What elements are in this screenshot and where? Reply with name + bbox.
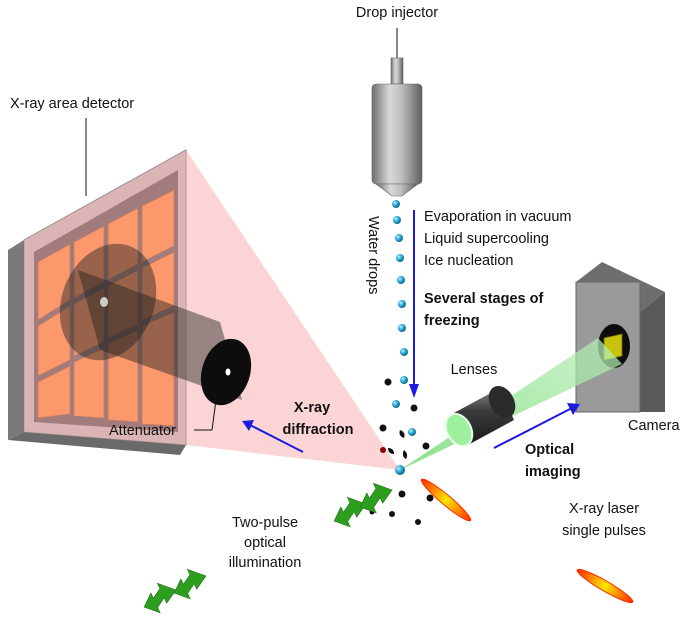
xray-laser-label-line2: single pulses <box>562 523 646 539</box>
interaction-point <box>380 447 386 453</box>
detector-label: X-ray area detector <box>10 96 134 112</box>
two-pulse-label-line2: optical <box>244 535 286 551</box>
attenuator-shadow <box>78 270 242 400</box>
ice-nucleation-label: Ice nucleation <box>424 253 513 269</box>
two-pulse-label-line1: Two-pulse <box>232 515 298 531</box>
camera-label: Camera <box>628 418 681 434</box>
water-drops-label: Water drops <box>365 216 381 294</box>
water-drops <box>392 200 416 475</box>
imaging-arrow <box>493 407 573 449</box>
stages-label-line1: Several stages of <box>424 291 543 307</box>
supercooling-label: Liquid supercooling <box>424 231 549 247</box>
frozen-fragments <box>369 378 434 525</box>
xray-laser-label-line1: X-ray laser <box>569 501 639 517</box>
attenuator-label: Attenuator <box>109 423 176 439</box>
drop-injector <box>371 28 423 197</box>
camera <box>575 262 665 413</box>
two-pulse-label-line3: illumination <box>229 555 302 571</box>
drop-injector-label: Drop injector <box>356 5 438 21</box>
stages-label-line2: freezing <box>424 313 480 329</box>
optical-imaging-label-line2: imaging <box>525 464 581 480</box>
diffraction-arrow <box>247 423 304 453</box>
xray-pulse-far <box>576 568 634 604</box>
xray-diffraction-label-line2: diffraction <box>283 422 354 438</box>
xray-diffraction-label-line1: X-ray <box>294 400 330 416</box>
attenuator-center <box>225 368 231 376</box>
lenses-label: Lenses <box>451 362 498 378</box>
lenses <box>444 385 516 448</box>
beamstop-hole <box>100 297 108 307</box>
illumination-arrows <box>143 482 393 614</box>
diffraction-cone <box>24 150 400 470</box>
optical-imaging-label-line1: Optical <box>525 442 574 458</box>
evaporation-label: Evaporation in vacuum <box>424 209 572 225</box>
xray-pulse-near <box>420 478 472 522</box>
